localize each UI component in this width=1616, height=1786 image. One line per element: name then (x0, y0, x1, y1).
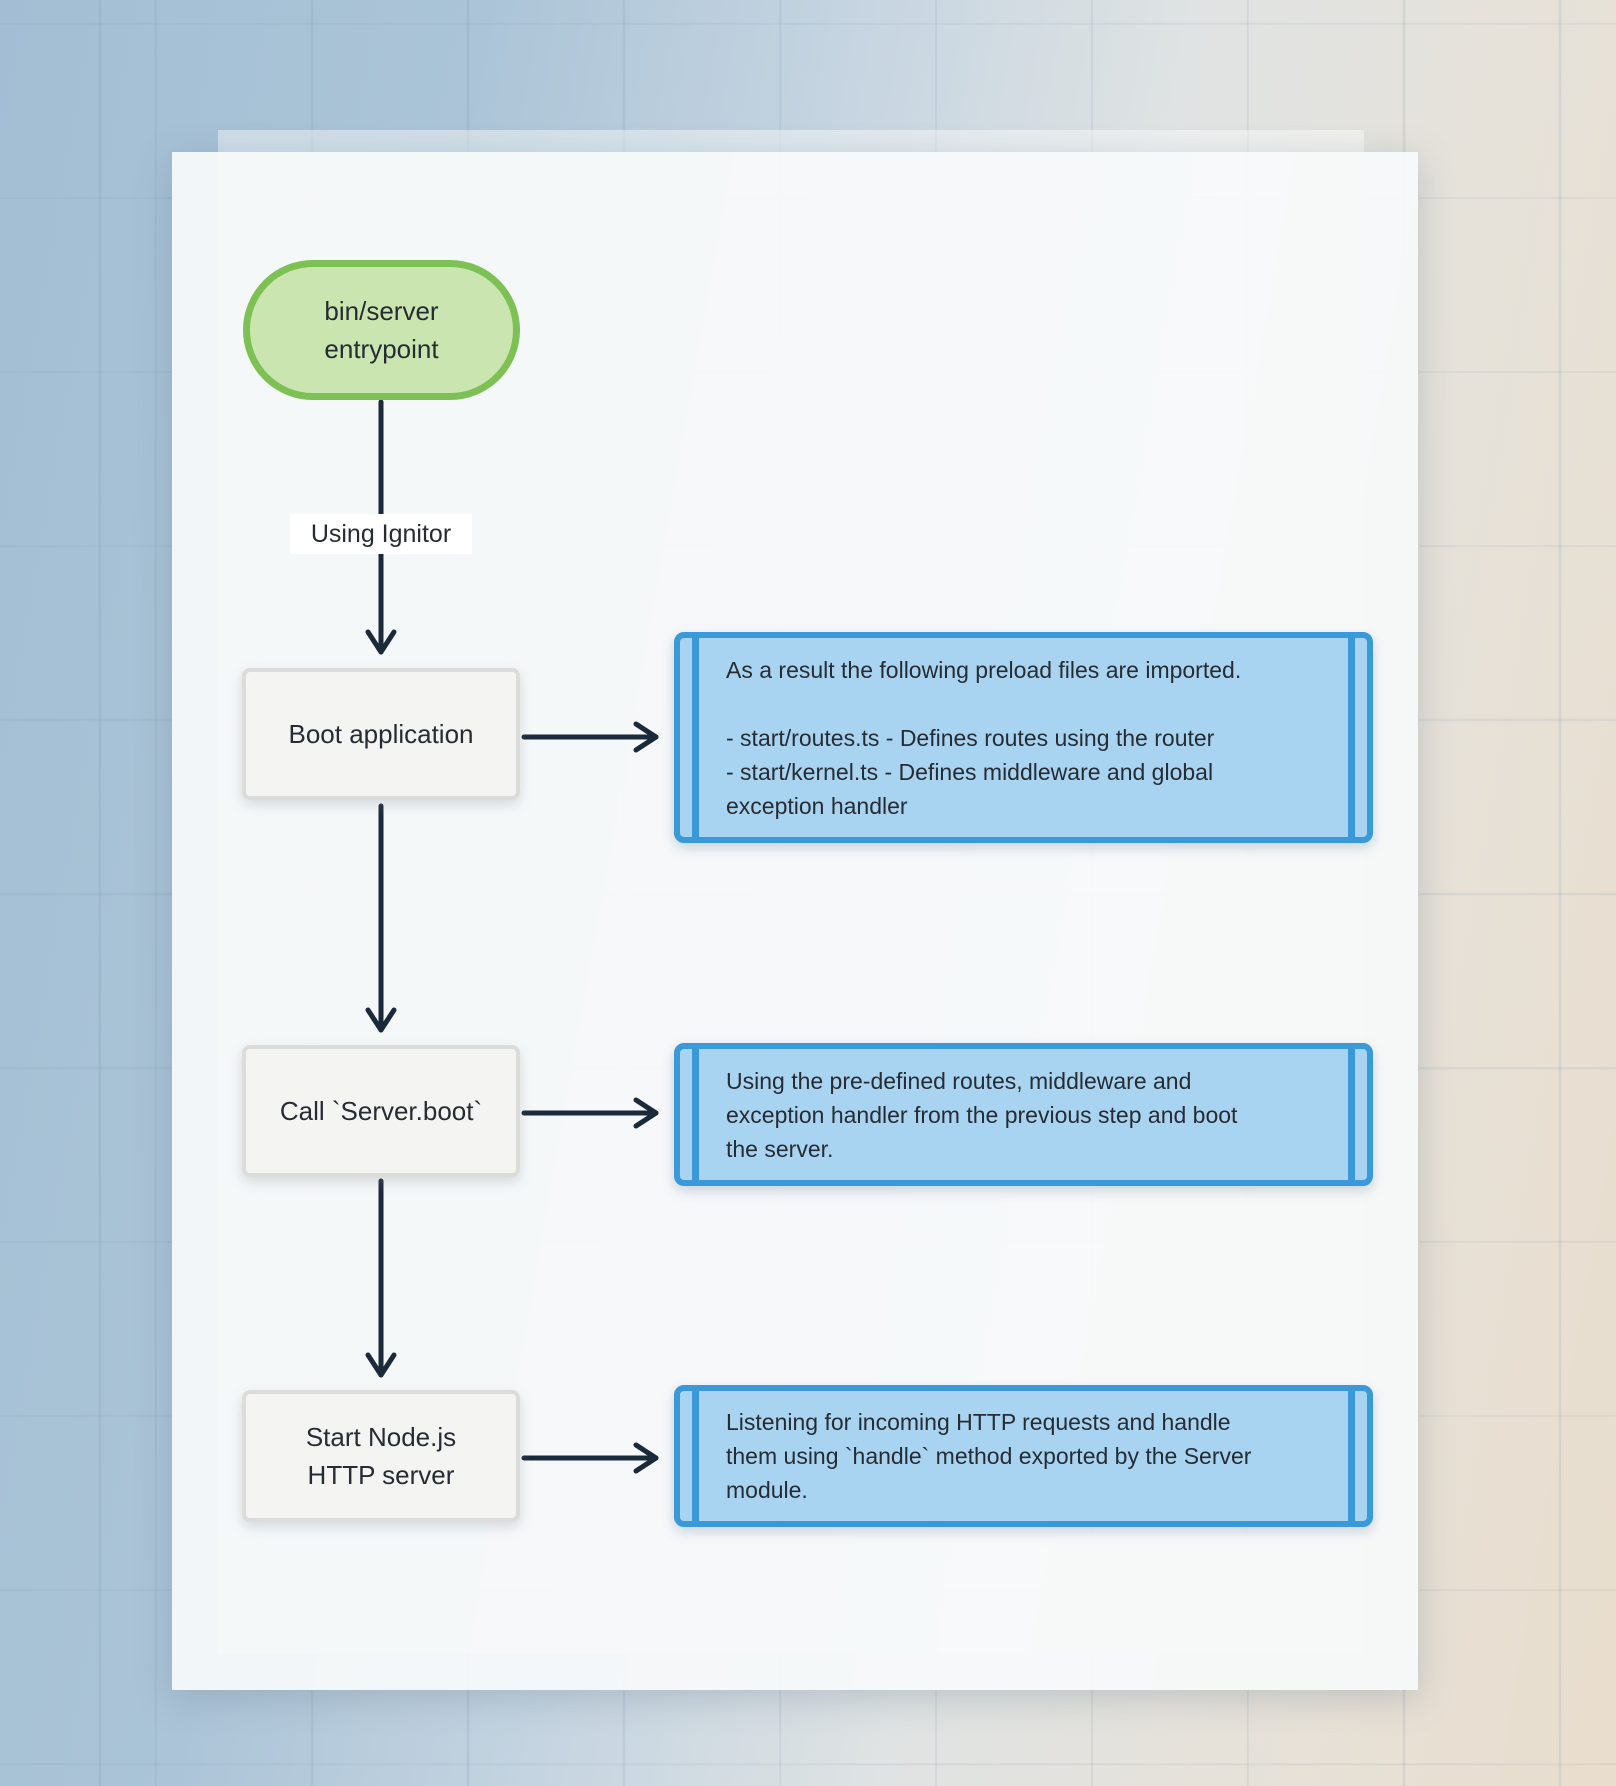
note-preload-files: As a result the following preload files … (674, 632, 1373, 843)
node-entry-label: bin/server entrypoint (324, 296, 439, 364)
note-preload-files-text: As a result the following preload files … (726, 656, 1242, 819)
node-entry-bin-server: bin/server entrypoint (243, 260, 520, 400)
edge-label-text: Using Ignitor (310, 519, 452, 548)
note-listen-requests: Listening for incoming HTTP requests and… (674, 1385, 1373, 1527)
note-listen-requests-text: Listening for incoming HTTP requests and… (726, 1409, 1252, 1503)
node-call-label: Call `Server.boot` (279, 1096, 483, 1126)
edge-label-using-ignitor: Using Ignitor (290, 514, 472, 554)
node-start-http-server: Start Node.js HTTP server (242, 1390, 520, 1522)
node-boot-label: Boot application (288, 719, 474, 749)
note-boot-server-text: Using the pre-defined routes, middleware… (726, 1067, 1238, 1162)
node-boot-application: Boot application (242, 668, 520, 800)
node-start-label: Start Node.js HTTP server (305, 1422, 457, 1490)
note-boot-server: Using the pre-defined routes, middleware… (674, 1043, 1373, 1186)
node-call-server-boot: Call `Server.boot` (242, 1045, 520, 1177)
